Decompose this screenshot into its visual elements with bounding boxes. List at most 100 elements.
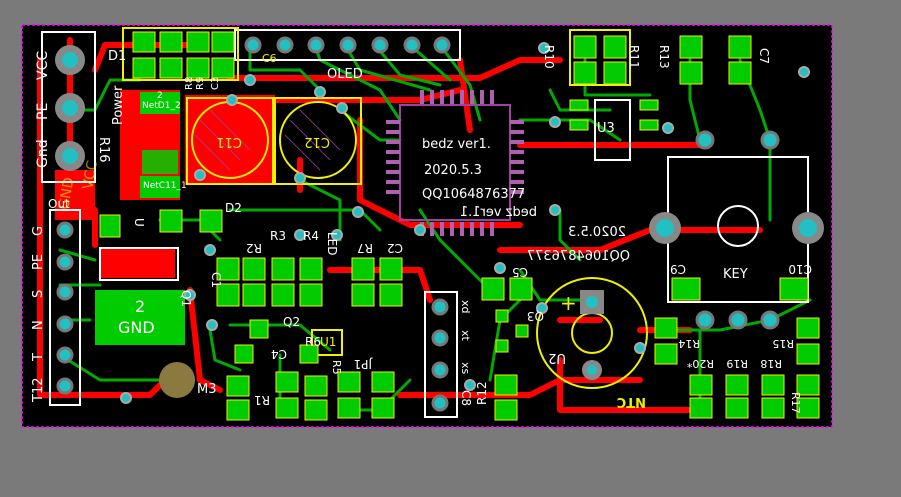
pad bbox=[689, 397, 713, 419]
pad bbox=[679, 61, 703, 85]
pad bbox=[249, 319, 269, 339]
pad bbox=[573, 35, 597, 59]
pad bbox=[603, 35, 627, 59]
label-u3: U3 bbox=[597, 121, 615, 136]
label-u2: U2 bbox=[548, 350, 566, 365]
label-r8: R8 bbox=[184, 77, 195, 90]
tht-hole bbox=[586, 296, 598, 308]
pad bbox=[132, 31, 156, 53]
pad bbox=[275, 397, 299, 419]
label-c8: C8 bbox=[459, 390, 473, 406]
tht-hole bbox=[799, 219, 817, 237]
pad bbox=[379, 257, 403, 281]
pad bbox=[304, 375, 328, 397]
pad bbox=[379, 283, 403, 307]
label-pe: PE bbox=[35, 103, 51, 120]
c12-outline bbox=[279, 101, 357, 179]
pad bbox=[99, 214, 121, 238]
label-c4: C4 bbox=[271, 347, 287, 361]
u2-outline bbox=[536, 277, 648, 389]
label-power: Power bbox=[111, 85, 126, 125]
label-gnd-net: GND bbox=[56, 176, 77, 210]
pad bbox=[211, 31, 235, 53]
pad bbox=[304, 399, 328, 421]
copper-pours bbox=[55, 90, 275, 345]
label-r10: R10 bbox=[542, 45, 556, 69]
pad bbox=[671, 277, 701, 301]
label-vcc-net: VCC bbox=[80, 159, 101, 191]
pad bbox=[796, 317, 820, 339]
header-pins[interactable] bbox=[56, 36, 780, 412]
label-c11: C11 bbox=[216, 134, 242, 149]
label-led: LED bbox=[325, 232, 339, 256]
label-r9: R9 bbox=[195, 77, 206, 90]
pad bbox=[159, 57, 183, 79]
pad bbox=[509, 277, 533, 301]
label-ntc: NTC bbox=[617, 394, 646, 409]
label-xt: xt bbox=[459, 330, 472, 342]
label-num-2: 2 bbox=[135, 297, 145, 316]
label-r13: R13 bbox=[657, 45, 671, 69]
pad bbox=[211, 57, 235, 79]
pad bbox=[337, 397, 361, 419]
tht-hole bbox=[62, 100, 78, 116]
label-pe2: PE bbox=[31, 254, 46, 270]
label-c3: C3 bbox=[210, 77, 221, 90]
label-netc11-1: NetC11_1 bbox=[143, 181, 187, 191]
pad bbox=[654, 343, 678, 365]
pad bbox=[351, 257, 375, 281]
tht-hole bbox=[656, 219, 674, 237]
label-r14: R14 bbox=[678, 337, 700, 350]
label-t12: T12 bbox=[31, 378, 46, 403]
pad bbox=[515, 324, 529, 338]
pour-gnd-bottom bbox=[140, 176, 180, 198]
vias bbox=[120, 42, 810, 404]
silkscreen-yellow-outlines bbox=[122, 27, 648, 389]
pour-gnd-pad bbox=[95, 290, 185, 345]
pad bbox=[481, 277, 505, 301]
pad bbox=[639, 119, 659, 131]
tht-hole bbox=[587, 365, 597, 375]
key-button-outline bbox=[717, 205, 759, 247]
mcu-chip[interactable] bbox=[386, 90, 524, 236]
board-outline bbox=[21, 24, 833, 428]
pad bbox=[796, 374, 820, 396]
smd-pads[interactable] bbox=[99, 31, 820, 421]
pour-u-area bbox=[100, 248, 175, 278]
pad bbox=[573, 61, 597, 85]
label-u: U bbox=[132, 218, 146, 227]
pad bbox=[216, 283, 240, 307]
label-c9: C9 bbox=[670, 262, 686, 276]
label-bedz2: bedz ver1.1 bbox=[460, 205, 537, 220]
label-r6: R6 bbox=[305, 335, 321, 349]
label-plus: + bbox=[560, 291, 577, 315]
label-d1: D1 bbox=[108, 49, 126, 64]
label-u1: U1 bbox=[320, 335, 336, 349]
label-q3: Q3 bbox=[527, 309, 544, 323]
label-r20: R20* bbox=[686, 357, 714, 370]
label-r19: R19 bbox=[726, 357, 748, 370]
m3-mounting-hole[interactable] bbox=[159, 362, 195, 398]
label-r16: R16 bbox=[96, 137, 111, 163]
label-q2: Q2 bbox=[283, 315, 300, 329]
label-xs: xs bbox=[459, 362, 472, 375]
pad bbox=[371, 397, 395, 419]
label-r1: R1 bbox=[254, 393, 270, 407]
label-r15: R15 bbox=[772, 337, 794, 350]
label-c2: C2 bbox=[387, 241, 403, 255]
pad bbox=[725, 374, 749, 396]
label-r11: R11 bbox=[627, 45, 641, 69]
through-hole-pads[interactable] bbox=[55, 45, 824, 398]
pad bbox=[299, 257, 323, 281]
label-netd1-2: NetD1_2 bbox=[142, 101, 181, 111]
pad bbox=[796, 397, 820, 419]
tht-hole bbox=[62, 52, 78, 68]
label-oled: OLED bbox=[327, 67, 363, 82]
label-m3: M3 bbox=[197, 382, 217, 397]
label-net-2: 2 bbox=[157, 91, 163, 101]
label-s: S bbox=[31, 290, 46, 298]
pad bbox=[728, 35, 752, 59]
pad bbox=[242, 257, 266, 281]
label-r18: R18 bbox=[760, 357, 782, 370]
